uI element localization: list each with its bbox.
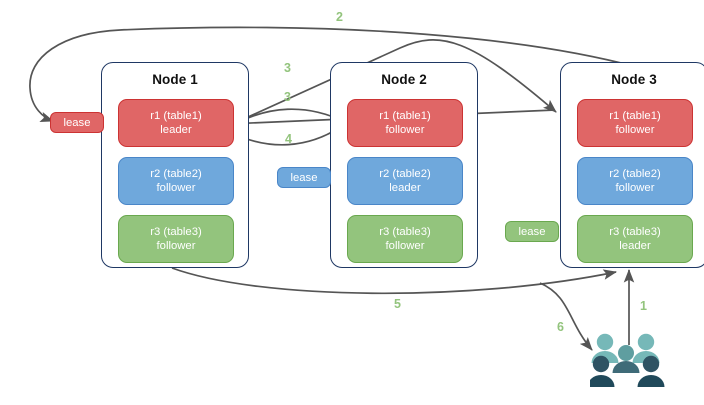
node1-replica-r2[interactable]: r2 (table2) follower xyxy=(118,157,234,205)
lease-chip-r3[interactable]: lease xyxy=(505,221,559,242)
node3-title: Node 3 xyxy=(611,72,657,87)
node3-replica-r1-name: r1 (table1) xyxy=(609,110,661,122)
node3-replica-r2-name: r2 (table2) xyxy=(609,168,661,180)
node2-replica-r3[interactable]: r3 (table3) follower xyxy=(347,215,463,263)
lease-chip-r2[interactable]: lease xyxy=(277,167,331,188)
node3-replica-r1-role: follower xyxy=(615,124,655,136)
edge-label-6: 6 xyxy=(557,320,564,334)
edge-label-2: 2 xyxy=(336,10,343,24)
node3-replica-r2-role: follower xyxy=(615,182,655,194)
lease-chip-r3-label: lease xyxy=(518,225,546,238)
node1-replica-r3-role: follower xyxy=(156,240,196,252)
node1-replica-r2-role: follower xyxy=(156,182,196,194)
node3-replica-r2[interactable]: r2 (table2) follower xyxy=(577,157,693,205)
node2-replica-r2-name: r2 (table2) xyxy=(379,168,431,180)
node2-title: Node 2 xyxy=(381,72,427,87)
edge-5-path xyxy=(171,267,617,295)
edge-label-5: 5 xyxy=(394,297,401,311)
node1-replica-r1-name: r1 (table1) xyxy=(150,110,202,122)
node2-replica-r2-role: leader xyxy=(389,182,421,194)
node1-title: Node 1 xyxy=(152,72,198,87)
node3-replica-r1[interactable]: r1 (table1) follower xyxy=(577,99,693,147)
edge-label-4: 4 xyxy=(285,132,292,146)
edge-label-1: 1 xyxy=(640,299,647,313)
node-card-node2[interactable]: Node 2 r1 (table1) follower r2 (table2) … xyxy=(330,62,478,268)
lease-chip-r1[interactable]: lease xyxy=(50,112,104,133)
node3-replica-r3[interactable]: r3 (table3) leader xyxy=(577,215,693,263)
node1-replica-r2-name: r2 (table2) xyxy=(150,168,202,180)
node2-replica-r3-name: r3 (table3) xyxy=(379,226,431,238)
node2-replica-r2[interactable]: r2 (table2) leader xyxy=(347,157,463,205)
node1-replica-r3[interactable]: r3 (table3) follower xyxy=(118,215,234,263)
edge-label-3-upper: 3 xyxy=(284,61,291,75)
node-card-node1[interactable]: Node 1 r1 (table1) leader r2 (table2) fo… xyxy=(101,62,249,268)
node1-replica-r3-name: r3 (table3) xyxy=(150,226,202,238)
lease-chip-r1-label: lease xyxy=(63,116,91,129)
node2-replica-r1-role: follower xyxy=(385,124,425,136)
node3-replica-r3-role: leader xyxy=(619,240,651,252)
edge-label-3-lower: 3 xyxy=(284,90,291,104)
node-card-node3[interactable]: Node 3 r1 (table1) follower r2 (table2) … xyxy=(560,62,704,268)
node2-replica-r1-name: r1 (table1) xyxy=(379,110,431,122)
users-icon xyxy=(590,333,665,387)
edge-6-path xyxy=(539,282,593,351)
node1-replica-r1-role: leader xyxy=(160,124,192,136)
node3-replica-r3-name: r3 (table3) xyxy=(609,226,661,238)
node2-replica-r1[interactable]: r1 (table1) follower xyxy=(347,99,463,147)
lease-chip-r2-label: lease xyxy=(290,171,318,184)
node1-replica-r1[interactable]: r1 (table1) leader xyxy=(118,99,234,147)
node2-replica-r3-role: follower xyxy=(385,240,425,252)
